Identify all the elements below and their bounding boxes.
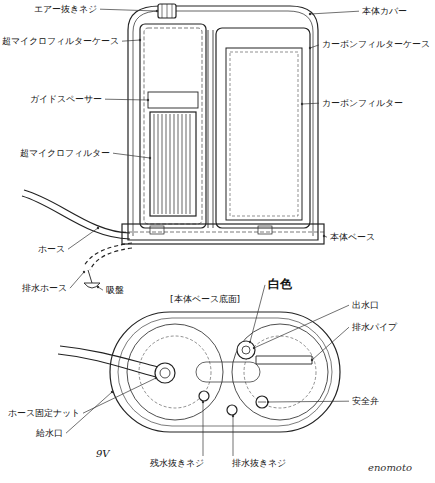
body-base xyxy=(122,224,324,244)
part-label: ホース固定ナット xyxy=(8,408,80,418)
leader-dot xyxy=(155,377,157,379)
part-label: [本体ベース底面] xyxy=(170,294,240,304)
part-label: 超マイクロフィルター xyxy=(20,148,110,158)
leader-dot xyxy=(267,401,269,403)
leader-dot xyxy=(156,10,158,12)
part-label: カーボンフィルター xyxy=(322,98,403,108)
leader-line xyxy=(122,40,140,41)
leader-dot xyxy=(309,47,311,49)
micro-filter-case xyxy=(140,24,206,228)
watermark: enomoto xyxy=(368,462,412,474)
leader-line xyxy=(100,9,157,11)
part-label: 残水抜きネジ xyxy=(150,458,204,468)
leader-dot xyxy=(253,347,255,349)
part-label: 吸盤 xyxy=(106,285,124,295)
suction-cup xyxy=(84,270,100,288)
leader-line xyxy=(310,45,319,48)
leader-dot xyxy=(309,13,311,15)
leader-line xyxy=(302,103,319,105)
leader-dot xyxy=(249,341,251,343)
leader-dot xyxy=(323,235,325,237)
part-label: 給水口 xyxy=(36,428,63,438)
leader-line xyxy=(312,327,349,360)
leader-dot xyxy=(111,391,113,393)
leader-dot xyxy=(202,401,204,403)
part-label: 超マイクロフィルターケース xyxy=(2,36,119,46)
leader-dot xyxy=(232,415,234,417)
leader-dot xyxy=(139,39,141,41)
leader-dot xyxy=(83,271,85,273)
part-label: 排水パイプ xyxy=(352,322,397,332)
safety-valve xyxy=(256,396,268,408)
leader-line xyxy=(310,11,359,14)
body-cover xyxy=(128,6,318,240)
leader-line xyxy=(268,401,349,403)
part-label: 安全弁 xyxy=(352,396,379,406)
carbon-filter-case xyxy=(216,28,310,228)
part-label: 出水口 xyxy=(352,300,379,310)
leader-line xyxy=(254,305,349,348)
part-label: 本体カバー xyxy=(362,6,407,16)
leader-dot xyxy=(311,359,313,361)
part-label: カーボンフィルターケース xyxy=(322,40,430,50)
part-label: 排水抜きネジ xyxy=(232,458,286,468)
part-label: ホース xyxy=(38,244,65,254)
leader-line xyxy=(113,153,150,158)
base-bottom xyxy=(110,312,340,432)
part-label: エアー抜きネジ xyxy=(34,4,97,14)
part-label: 本体ベース xyxy=(330,232,375,242)
part-label: 白色 xyxy=(268,278,292,292)
micro-filter xyxy=(150,112,196,216)
leader-dot xyxy=(97,286,99,288)
leader-dot xyxy=(301,103,303,105)
drain-pipe xyxy=(256,356,312,364)
screw xyxy=(199,391,209,401)
leader-line xyxy=(250,285,265,342)
leader-dot xyxy=(97,227,99,229)
leader-line xyxy=(70,272,84,288)
handwritten-note: 9V xyxy=(96,448,110,460)
leader-line xyxy=(203,402,204,456)
hose-nut xyxy=(155,363,175,383)
carbon-filter xyxy=(226,48,302,220)
leader-dot xyxy=(149,157,151,159)
hose xyxy=(24,190,130,233)
guide-spacer xyxy=(148,92,198,108)
leader-line xyxy=(105,99,148,101)
part-label: 排水ホース xyxy=(22,283,67,293)
outlet xyxy=(237,341,255,359)
leader-line xyxy=(233,416,234,456)
leader-dot xyxy=(147,99,149,101)
part-label: ガイドスペーサー xyxy=(30,94,102,104)
screw xyxy=(227,405,237,415)
leader-line xyxy=(68,228,98,249)
